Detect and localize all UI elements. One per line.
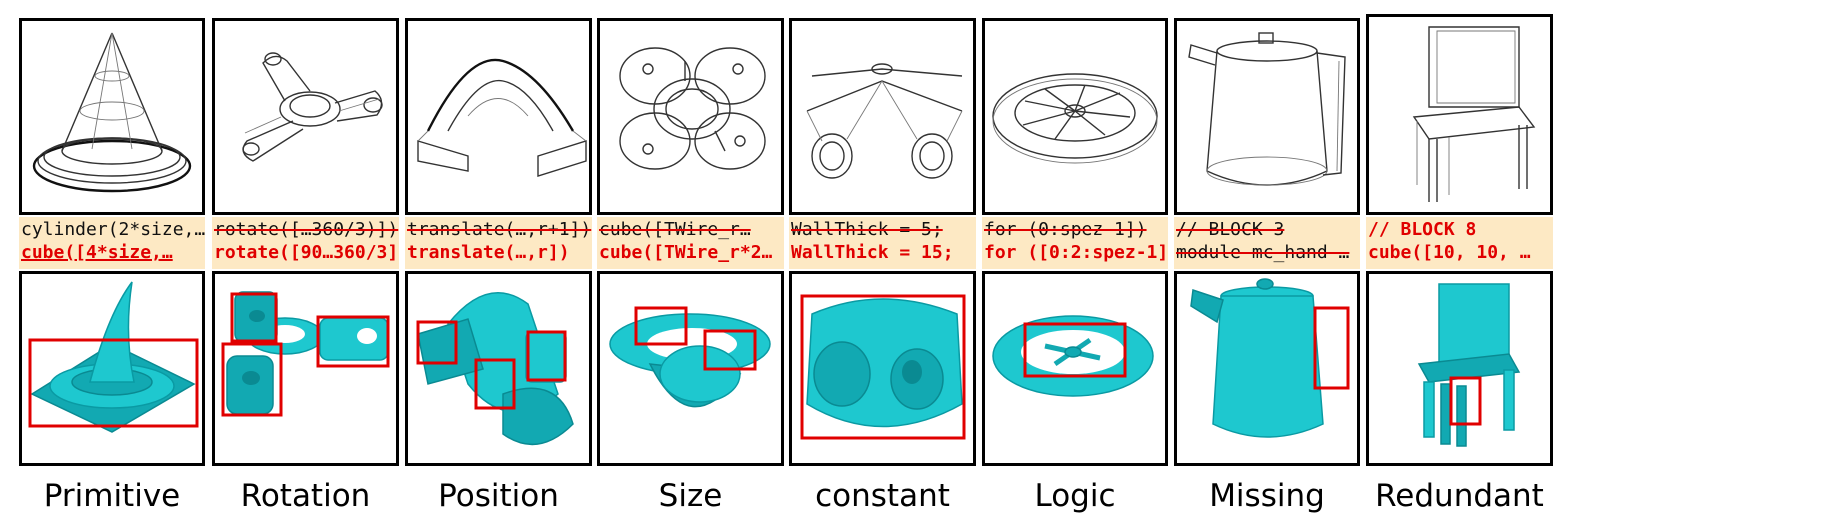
category-label: constant (815, 478, 950, 514)
category-label: Missing (1209, 478, 1325, 514)
column-logic: for (0:spez-1]) for ([0:2:spez-1]) Logic (982, 0, 1168, 526)
code-original: // BLOCK 3 (1176, 219, 1285, 240)
column-primitive: cylinder(2*size,… cube([4*size,… Primiti… (19, 0, 205, 526)
render-cone-on-plate (28, 281, 199, 433)
code-original: WallThick = 5; (791, 219, 943, 240)
render-u-bracket (416, 292, 574, 446)
code-diff-redundant: // BLOCK 8 cube([10, 10, … (1366, 217, 1553, 269)
code-diff-constant: WallThick = 5; WallThick = 15; (789, 217, 976, 269)
wireframe-panel-position (405, 18, 592, 215)
code-diff-position: translate(…,r+1]) translate(…,r]) (405, 217, 592, 269)
render-panel-primitive (19, 271, 205, 466)
category-label: Size (658, 478, 723, 514)
code-original: cylinder(2*size,… (21, 219, 205, 240)
column-size: cube([TWire_r… cube([TWire_r*2… Size (597, 0, 784, 526)
code-diff-rotation: rotate([…360/3)]) rotate([90…360/3] (212, 217, 399, 269)
wireframe-u-bracket (417, 58, 587, 177)
column-redundant: // BLOCK 8 cube([10, 10, … Redundant (1366, 0, 1553, 526)
render-panel-rotation (212, 271, 399, 466)
code-modified: cube([4*size,… (21, 242, 173, 263)
code-original: rotate([…360/3)]) (214, 219, 399, 240)
wireframe-panel-primitive (19, 18, 205, 215)
render-panel-missing (1174, 271, 1360, 466)
column-rotation: rotate([…360/3)]) rotate([90…360/3] Rota… (212, 0, 399, 526)
category-label: Primitive (43, 478, 181, 514)
wireframe-spoked-wheel (992, 73, 1158, 164)
render-clover-plate (609, 306, 771, 408)
wireframe-panel-size (597, 18, 784, 215)
category-label: Redundant (1375, 478, 1544, 514)
code-diff-size: cube([TWire_r… cube([TWire_r*2… (597, 217, 784, 269)
column-constant: WallThick = 5; WallThick = 15; constant (789, 0, 976, 526)
code-original: translate(…,r+1]) (407, 219, 592, 240)
render-spoked-wheel (992, 315, 1154, 397)
code-modified: translate(…,r]) (407, 242, 570, 263)
category-label: Rotation (240, 478, 371, 514)
code-original: cube([TWire_r… (599, 219, 751, 240)
code-added-block: cube([10, 10, … (1368, 242, 1531, 263)
code-modified: WallThick = 15; (791, 242, 954, 263)
category-label: Position (438, 478, 559, 514)
wireframe-panel-missing (1174, 18, 1360, 215)
wireframe-kettle-with-handle (1188, 32, 1346, 186)
wireframe-panel-redundant (1366, 14, 1553, 215)
column-position: translate(…,r+1]) translate(…,r]) Positi… (405, 0, 592, 526)
code-modified: for ([0:2:spez-1]) (984, 242, 1168, 263)
render-panel-redundant (1366, 271, 1553, 466)
wireframe-three-arm-bracket (242, 52, 383, 162)
render-chair-extra-leg (1417, 283, 1521, 447)
wireframe-panel-logic (982, 18, 1168, 215)
render-panel-constant (789, 271, 976, 466)
code-diff-logic: for (0:spez-1]) for ([0:2:spez-1]) (982, 217, 1168, 269)
code-modified: cube([TWire_r*2… (599, 242, 773, 263)
render-panel-position (405, 271, 592, 466)
category-label: Logic (1034, 478, 1116, 514)
wireframe-panel-constant (789, 18, 976, 215)
render-panel-size (597, 271, 784, 466)
wireframe-panel-rotation (212, 18, 399, 215)
render-thick-pipe-hub (800, 294, 966, 440)
render-kettle-without-handle (1190, 278, 1350, 438)
render-panel-logic (982, 271, 1168, 466)
code-modified: rotate([90…360/3] (214, 242, 399, 263)
code-removed: module mc_hand … (1176, 242, 1350, 263)
wireframe-clover-plate (619, 47, 766, 170)
code-original: for (0:spez-1]) (984, 219, 1147, 240)
wireframe-cone-on-disc (32, 32, 192, 193)
render-rotated-bracket (221, 291, 390, 417)
wireframe-pipe-hub (806, 63, 963, 179)
wireframe-chair (1412, 26, 1536, 202)
code-diff-missing: // BLOCK 3 module mc_hand … (1174, 217, 1360, 269)
code-diff-primitive: cylinder(2*size,… cube([4*size,… (19, 217, 205, 269)
code-added-comment: // BLOCK 8 (1368, 219, 1477, 240)
column-missing: // BLOCK 3 module mc_hand … Missing (1174, 0, 1360, 526)
